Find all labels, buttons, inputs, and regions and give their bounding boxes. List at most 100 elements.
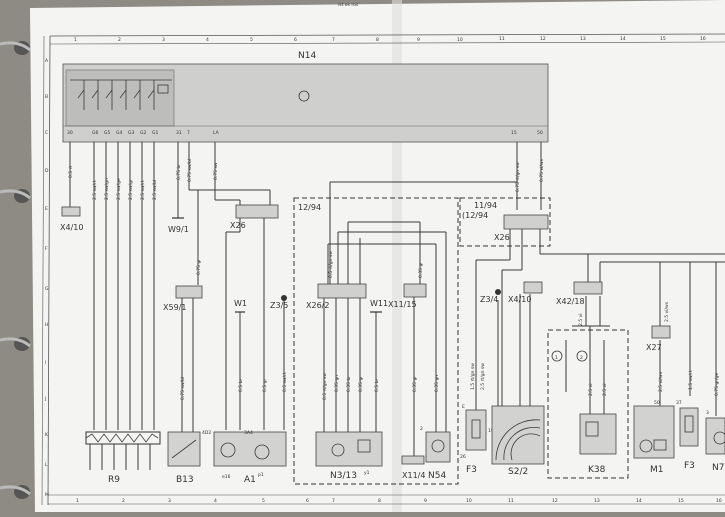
grid-col-4-bottom: 4 (214, 498, 217, 504)
grid-col-1: 1 (74, 37, 77, 43)
label-n54: N54 (428, 471, 446, 481)
label-w1: W1 (234, 299, 247, 308)
grid-col-8-bottom: 8 (378, 498, 381, 504)
grid-row-L: L (45, 462, 48, 468)
wires-k38 (565, 325, 610, 414)
wire-label-g6: 2.5 sw/rt (92, 180, 98, 200)
module-n14-pin-15: 15 (511, 130, 517, 136)
connector-x26-right (503, 214, 549, 230)
grid-col-12-bottom: 12 (552, 498, 558, 504)
label-n7: N7 (712, 463, 724, 473)
module-n14-pin-labels: 30 G6 G5 G4 G3 G2 G1 31 7 LA 15 50 (67, 130, 543, 136)
variant-circle-2-icon (576, 350, 588, 362)
grid-col-2-bottom: 2 (122, 498, 125, 504)
wire-label-x59-down: 0.75 sw/bl (180, 377, 186, 400)
label-date-12-94-b: (12/94 (462, 211, 488, 220)
sensor-b13-icon (171, 439, 197, 459)
wire-label-x27: 2.5 vi/ws (664, 301, 670, 322)
grid-col-15-bottom: 15 (678, 498, 684, 504)
label-circle-1: 1 (555, 355, 558, 361)
control-unit-n3-13-icon (331, 443, 345, 457)
wire-label-x26-2-d: 0.35 gr (358, 376, 364, 392)
label-b13: B13 (176, 475, 194, 485)
wire-label-n7: 0.75 gr/ge (714, 372, 720, 396)
label-x27: X27 (646, 343, 662, 352)
wires-x26-left (197, 190, 265, 430)
module-n14-pin-7: 7 (187, 130, 190, 136)
wire-label-a1: 0.5 br (238, 379, 244, 392)
label-s2-2: S2/2 (508, 467, 528, 477)
wire-label-x59-up: 0.75 gr (196, 259, 202, 275)
grid-row-M: M (45, 492, 49, 498)
module-n14-pin-g4: G4 (116, 130, 122, 136)
grid-col-14-bottom: 14 (636, 498, 642, 504)
grid-column-labels: 1 2 3 4 5 6 7 8 9 10 11 12 13 14 15 16 1… (74, 36, 722, 504)
connector-x4-10 (61, 206, 81, 217)
label-x26-left: X26 (230, 221, 246, 230)
wire-label-a1-2: 0.5 gr (262, 379, 268, 392)
grid-col-9-bottom: 9 (424, 498, 427, 504)
grid-row-I: I (45, 360, 46, 366)
module-n14-pin-g5: G5 (104, 130, 110, 136)
grid-col-10: 10 (457, 37, 463, 43)
grid-col-2: 2 (118, 37, 121, 43)
label-m1: M1 (650, 465, 664, 475)
connector-x59-1 (175, 285, 203, 299)
component-n3-13 (315, 431, 383, 467)
label-x11-15: X11/15 (388, 300, 417, 309)
grid-row-A: A (45, 58, 49, 64)
component-f3b (679, 407, 699, 447)
module-n54-icon (431, 439, 445, 453)
label-pin-50: 50 (654, 400, 660, 406)
wires-right (475, 229, 725, 416)
grid-row-K: K (45, 432, 49, 438)
label-x59-1: X59/1 (163, 303, 186, 312)
grid-col-13: 13 (580, 36, 586, 42)
grid-col-15: 15 (660, 36, 666, 42)
connector-x11-4 (401, 455, 425, 465)
label-pin-37: 37 (676, 400, 682, 406)
label-pin-4d2: 4D2 (202, 430, 211, 436)
variant-box-12-94 (293, 197, 459, 485)
grid-col-13-bottom: 13 (594, 498, 600, 504)
grid-col-7: 7 (332, 37, 335, 43)
ignition-switch-s2-2-icon (510, 433, 541, 461)
label-e16: e16 (222, 474, 231, 480)
connector-x42-18 (573, 281, 603, 295)
wire-label-x11-up: 0.35 gr (418, 262, 424, 278)
grid-col-12: 12 (540, 36, 546, 42)
label-w11: W11 (370, 299, 388, 308)
module-n14-pin-50: 50 (537, 130, 543, 136)
grid-col-16: 16 (700, 36, 706, 42)
label-p1: p1 (258, 472, 264, 478)
wire-label-m1: 2.5 vi/ws (658, 371, 664, 392)
grid-col-11: 11 (499, 36, 505, 42)
label-x4-10b: X4/10 (508, 295, 531, 304)
component-f3 (465, 409, 487, 451)
grid-frame (41, 33, 725, 506)
grid-col-6-bottom: 6 (306, 498, 309, 504)
module-n14-relay-switches (70, 79, 172, 110)
grid-row-D: D (45, 168, 49, 174)
wire-label-x4: 0.5 rt (68, 166, 74, 178)
grid-row-G: G (45, 286, 49, 292)
wire-label-x26-2-b: 0.35 gn (334, 375, 340, 392)
connector-x26-2 (317, 283, 367, 299)
wire-label-g5: 2.5 sw/gn (104, 178, 110, 200)
wire-label-g2: 2.5 sw/rt (140, 180, 146, 200)
grid-col-9: 9 (417, 37, 420, 43)
grid-row-J: J (44, 396, 46, 402)
variant-circle-1-icon (551, 350, 563, 362)
wire-label-7: 0.75 sw/bl (187, 159, 193, 182)
wire-label-f3-a: 1.5 rt/gn sw (470, 363, 476, 390)
label-n3-13: N3/13 (330, 471, 357, 481)
grid-col-10-bottom: 10 (466, 498, 472, 504)
label-x11-4: X11/4 (402, 471, 425, 480)
wire-label-50: 0.75 vi/ws (539, 158, 545, 182)
wire-label-group: 0.5 rt 2.5 sw/rt 2.5 sw/gn 2.5 sw/ge 2.5… (68, 158, 545, 200)
wires-x59-1 (181, 298, 194, 432)
label-pin-19: 19 (488, 428, 494, 434)
module-n14-pin-la: LA (213, 130, 220, 136)
top-scribble: ist os ros (338, 2, 359, 8)
wire-label-f3-b: 2.5 rt/gn sw (480, 363, 486, 390)
